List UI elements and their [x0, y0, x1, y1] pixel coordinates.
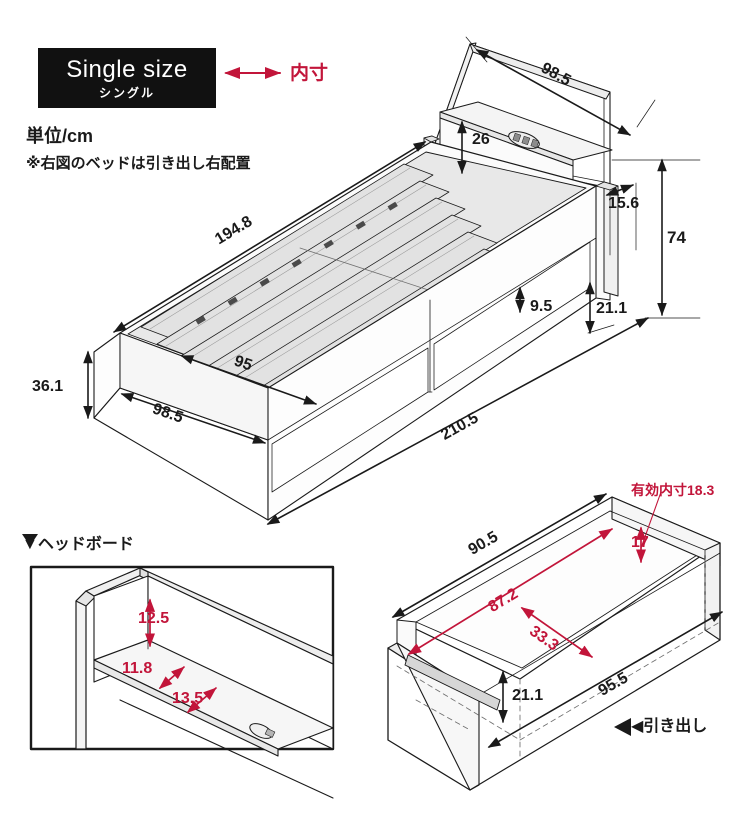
headboard-detail-panel	[29, 565, 335, 799]
bed-isometric-drawing	[93, 42, 619, 521]
dim-drawer-face-height: 21.1	[596, 300, 628, 317]
dim-total-height: 74	[667, 228, 686, 247]
size-badge: Single size シングル	[38, 48, 216, 108]
drawer-dimension-lines-red	[407, 491, 662, 658]
drawer-caption-arrow	[614, 718, 631, 736]
bed-dimension-lines	[83, 36, 701, 525]
size-badge-japanese: シングル	[98, 85, 155, 100]
dim-drawer-effective-inner: 有効内寸18.3	[631, 482, 715, 498]
placement-note: ※右図のベッドは引き出し右配置	[26, 155, 251, 172]
dim-headboard-shelf-height: 26	[472, 131, 490, 148]
size-badge-english: Single size	[66, 55, 188, 83]
dim-headboard-depth: 15.6	[608, 195, 640, 212]
dim-shelf-depth-lower: 13.5	[172, 690, 204, 707]
headboard-panel-caption: ▼ヘッドボード	[22, 536, 134, 553]
drawer-panel-caption: ◀引き出し	[631, 718, 708, 735]
dim-drawer-face-height-detail: 21.1	[512, 687, 544, 704]
inner-dimension-legend-label: 内寸	[290, 63, 329, 84]
dim-upper-shelf-height: 12.5	[138, 610, 170, 627]
dim-shelf-depth-upper: 11.8	[122, 660, 153, 677]
headboard-caption-arrow	[22, 534, 38, 546]
dim-drawer-inner-height: 17	[631, 534, 649, 551]
dim-slat-clearance: 9.5	[530, 298, 553, 315]
headboard-panel-dimension-lines	[144, 598, 217, 714]
dim-frame-height: 36.1	[32, 378, 64, 395]
unit-note: 単位/cm	[26, 126, 94, 146]
